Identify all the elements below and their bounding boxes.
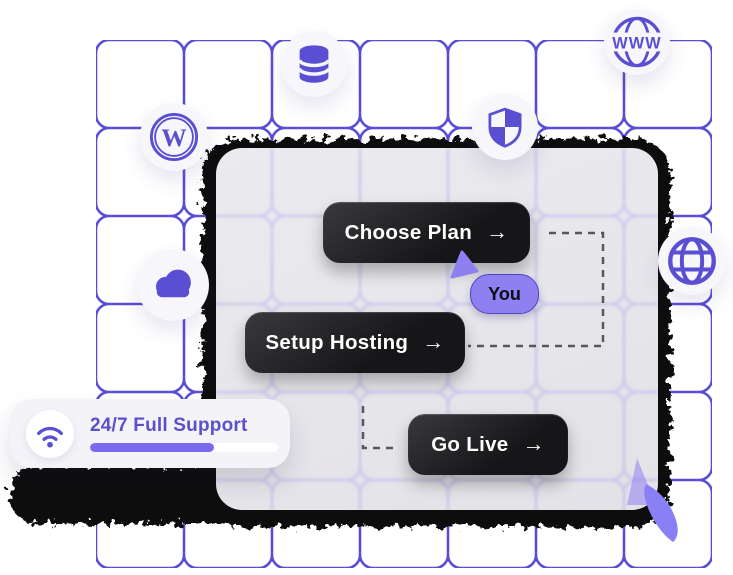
- support-label: 24/7 Full Support: [90, 415, 248, 436]
- setup-hosting-button[interactable]: Setup Hosting →: [245, 312, 465, 373]
- wifi-icon: [26, 409, 74, 458]
- support-badge[interactable]: 24/7 Full Support: [10, 399, 290, 468]
- connector-setup-to-golive: [361, 406, 399, 450]
- svg-text:W: W: [161, 124, 186, 152]
- arrow-right-icon: →: [422, 328, 445, 354]
- wordpress-icon: W: [140, 103, 208, 171]
- shield-icon: [472, 94, 538, 160]
- mouse-pointer-icon: [450, 250, 479, 279]
- cloud-icon: [137, 249, 209, 321]
- connector-choose-to-setup: [468, 231, 605, 348]
- go-live-button[interactable]: Go Live →: [408, 414, 568, 475]
- www-globe-icon: WWW: [604, 9, 670, 75]
- you-badge: You: [470, 274, 539, 314]
- go-live-label: Go Live: [431, 432, 509, 456]
- setup-hosting-label: Setup Hosting: [265, 330, 409, 354]
- globe-icon: [658, 227, 726, 295]
- database-icon: [281, 31, 347, 97]
- brush-swoosh-decoration: [627, 458, 678, 542]
- support-progress-track: [90, 443, 278, 452]
- support-progress-fill: [90, 443, 215, 452]
- choose-plan-label: Choose Plan: [344, 220, 473, 244]
- arrow-right-icon: →: [486, 218, 509, 244]
- choose-plan-button[interactable]: Choose Plan →: [323, 202, 530, 263]
- svg-text:WWW: WWW: [612, 35, 661, 53]
- arrow-right-icon: →: [522, 430, 545, 456]
